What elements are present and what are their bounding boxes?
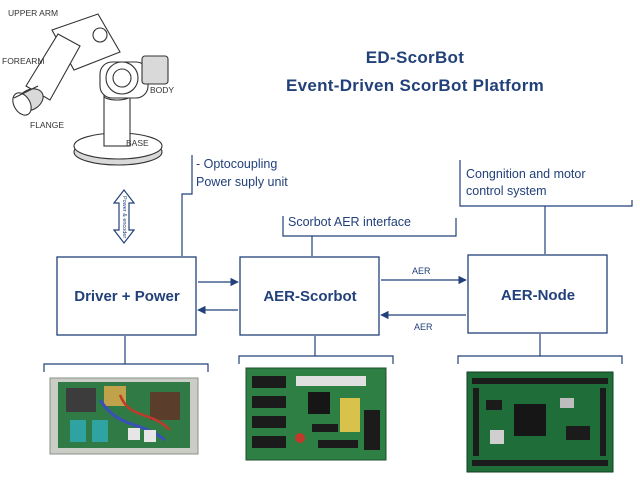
aer-interface-label: Scorbot AER interface bbox=[288, 215, 411, 229]
opto-line-2: Power suply unit bbox=[196, 175, 288, 189]
driver-power-label: Driver + Power bbox=[74, 288, 180, 305]
bracket-driver-photo bbox=[43, 336, 209, 372]
aer-scorbot-board-photo bbox=[245, 367, 387, 461]
label-forearm: FOREARM bbox=[2, 56, 45, 66]
block-driver-power: Driver + Power bbox=[56, 256, 197, 336]
opto-line-1: - Optocoupling bbox=[196, 157, 277, 171]
cognition-line-1: Congnition and motor bbox=[466, 167, 586, 181]
robot-body-motor bbox=[141, 55, 169, 85]
annotation-aer-interface: Scorbot AER interface bbox=[282, 215, 457, 256]
aer-label-top: AER bbox=[412, 266, 431, 276]
power-encoder-label: Power & encoder bbox=[121, 196, 127, 238]
scorbot-robot-drawing: UPPER ARM FOREARM BODY FLANGE BASE bbox=[2, 8, 174, 166]
driver-power-board-photo bbox=[49, 377, 199, 455]
aer-scorbot-box bbox=[239, 256, 380, 336]
annotation-cognition: Congnition and motor control system bbox=[459, 160, 633, 254]
aer-scorbot-label: AER-Scorbot bbox=[263, 288, 356, 305]
robot-elbow-joint bbox=[92, 27, 108, 43]
aer-node-board-photo bbox=[466, 371, 614, 473]
block-aer-node: AER-Node bbox=[467, 254, 608, 334]
bracket-aer-scorbot-photo bbox=[238, 336, 394, 364]
bracket-aer-node-photo bbox=[457, 334, 623, 364]
diagram-subtitle: Event-Driven ScorBot Platform bbox=[286, 76, 544, 95]
label-flange: FLANGE bbox=[30, 120, 64, 130]
driver-power-box bbox=[56, 256, 197, 336]
cognition-line-2: control system bbox=[466, 184, 547, 198]
cognition-bracket bbox=[459, 160, 633, 207]
robot-shoulder-hub bbox=[112, 68, 132, 88]
robot-gripper-line bbox=[13, 85, 39, 99]
aer-label-bottom: AER bbox=[414, 322, 433, 332]
aer-interface-bracket bbox=[282, 216, 457, 237]
aer-node-label: AER-Node bbox=[501, 287, 575, 304]
label-body: BODY bbox=[150, 85, 174, 95]
label-base: BASE bbox=[126, 138, 149, 148]
double-arrow-icon bbox=[112, 189, 136, 244]
aer-node-box bbox=[467, 254, 608, 334]
opto-connector-line bbox=[181, 155, 193, 256]
diagram-title: ED-ScorBot bbox=[366, 48, 464, 67]
annotation-optocoupling: - Optocoupling Power suply unit bbox=[181, 155, 288, 256]
robot-flange bbox=[12, 92, 32, 116]
label-upper-arm: UPPER ARM bbox=[8, 8, 58, 18]
power-encoder-link: Power & encoder bbox=[112, 189, 136, 244]
block-aer-scorbot: AER-Scorbot bbox=[239, 256, 380, 336]
